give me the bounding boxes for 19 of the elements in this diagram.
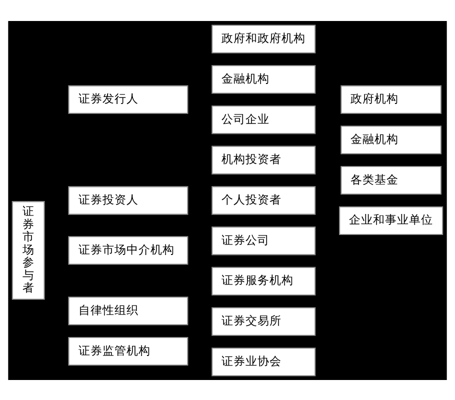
node-box: 企业和事业单位: [339, 206, 444, 235]
node-box: 政府机构: [340, 84, 442, 114]
node-box: 证券发行人: [68, 84, 188, 114]
node-box: 证券投资人: [68, 186, 188, 214]
node-box: 证券服务机构: [212, 266, 316, 296]
node-box: 自律性组织: [68, 296, 188, 325]
node-box: 证券交易所: [212, 306, 316, 336]
node-box: 金融机构: [212, 64, 316, 94]
node-box: 公司企业: [212, 104, 316, 134]
node-box: 证券监管机构: [68, 336, 188, 366]
node-box: 个人投资者: [212, 186, 316, 214]
node-box: 各类基金: [340, 165, 442, 194]
node-box: 证券业协会: [212, 347, 316, 376]
node-box: 机构投资者: [212, 145, 316, 174]
node-box: 证券市场中介机构: [68, 236, 188, 264]
node-box: 证券市场参与者: [12, 200, 45, 300]
node-box: 政府和政府机构: [212, 24, 316, 53]
node-box: 证券公司: [212, 226, 316, 255]
node-box: 金融机构: [340, 125, 442, 154]
